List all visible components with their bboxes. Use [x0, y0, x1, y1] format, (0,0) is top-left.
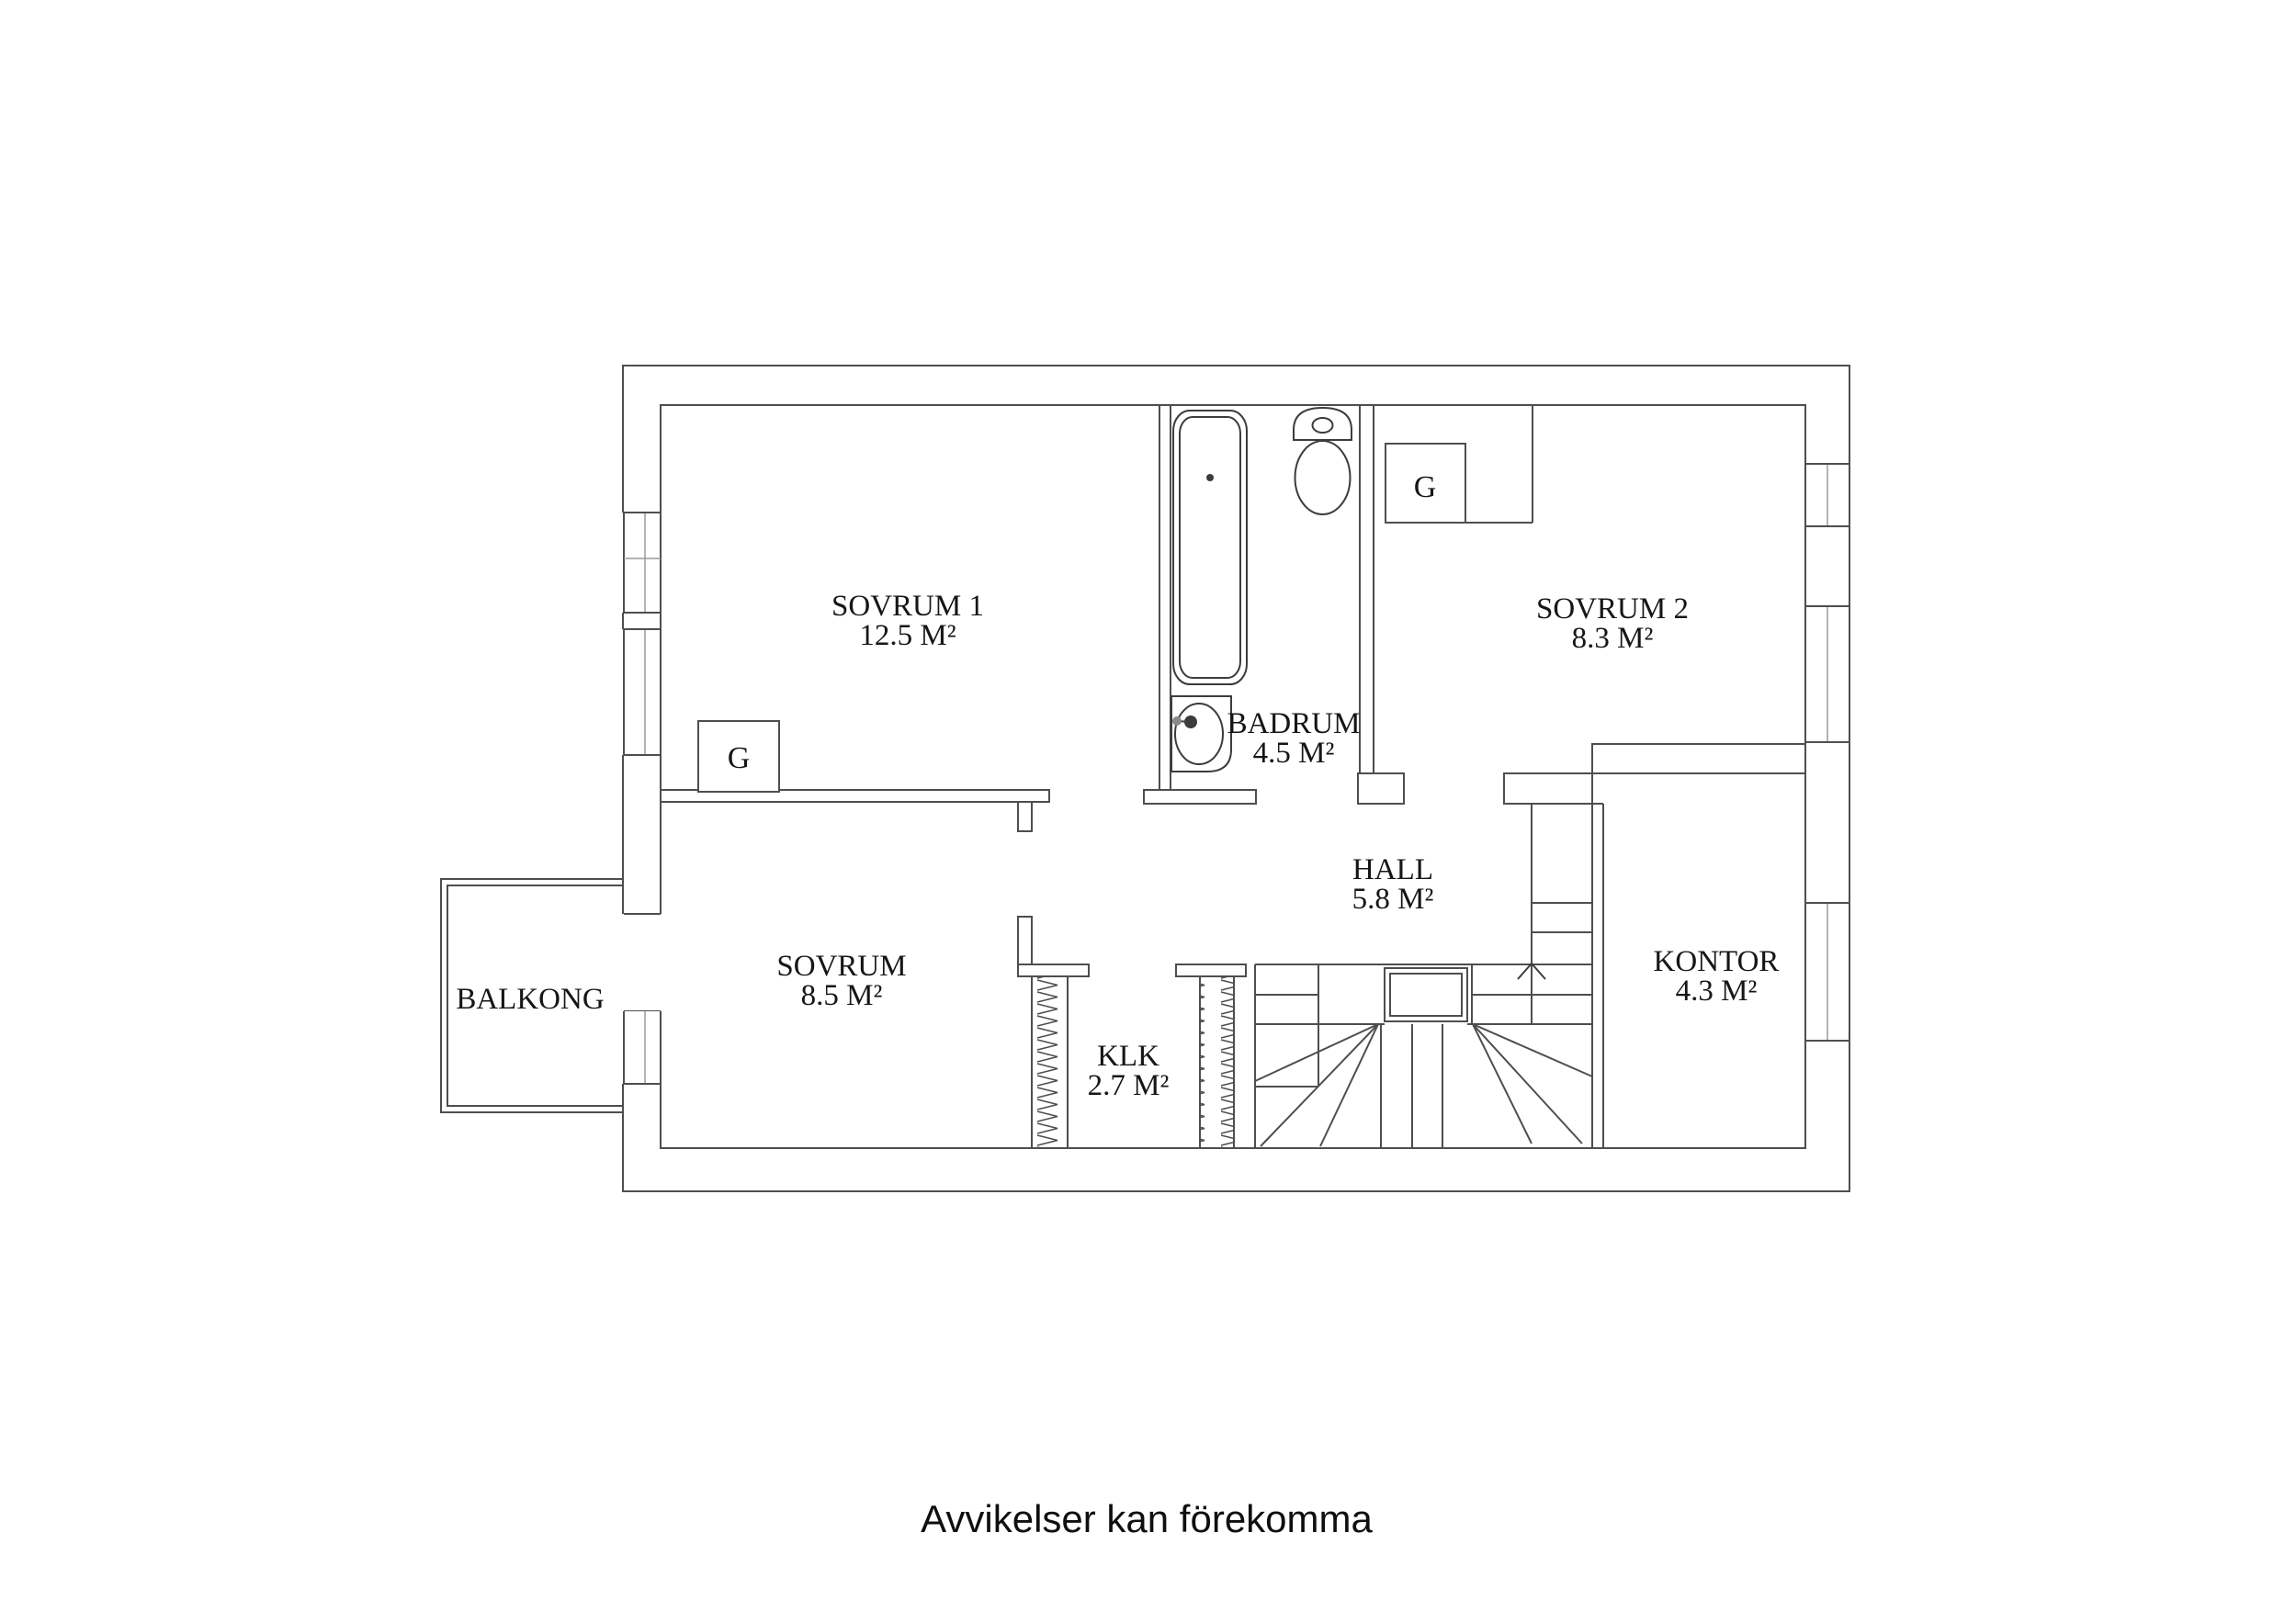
room-area-hall: 5.8 M²	[1352, 883, 1434, 916]
balcony-door-opening	[619, 913, 664, 1012]
room-label-kontor: KONTOR	[1654, 945, 1780, 978]
wall-door-stub	[1017, 801, 1033, 832]
stair-winders-right	[1472, 1023, 1593, 1144]
bathtub-icon	[1172, 410, 1248, 685]
badrum-door-opening	[1256, 770, 1358, 807]
room-area-klk: 2.7 M²	[1088, 1069, 1170, 1102]
klk-hatch-pattern-left	[1032, 976, 1068, 1148]
room-labels: SOVRUM 1 12.5 M² BADRUM 4.5 M² SOVRUM 2 …	[456, 470, 1779, 1102]
balcony-railing-outer	[440, 878, 623, 1113]
room-sovrum2	[1374, 405, 1805, 744]
sink-icon	[1171, 695, 1232, 772]
wall-sovrum1-badrum	[1159, 404, 1171, 793]
window-icon	[1802, 605, 1853, 743]
room-area-badrum: 4.5 M²	[1253, 737, 1335, 770]
sink-tap	[1172, 716, 1182, 726]
sovrum2-door-opening	[1404, 770, 1504, 807]
wall-badrum-right	[1359, 404, 1374, 774]
room-label-balkong: BALKONG	[456, 983, 604, 1016]
room-area-kontor: 4.3 M²	[1676, 975, 1758, 1008]
wardrobe-label-sovrum2: G	[1414, 470, 1437, 504]
interior-walls	[660, 404, 1806, 977]
window-icon	[1802, 902, 1853, 1042]
wall-sovrum2-bottom-right	[1591, 743, 1806, 774]
room-label-sovrum2: SOVRUM 2	[1536, 592, 1689, 626]
stair-landing	[1384, 967, 1468, 1022]
room-label-klk: KLK	[1097, 1040, 1159, 1073]
room-hall	[1032, 804, 1592, 964]
wall-badrum-door-jamb	[1357, 772, 1405, 805]
wall-under-sink	[1143, 789, 1257, 805]
room-label-sovrum: SOVRUM	[776, 950, 906, 983]
klk-hatched-walls	[1031, 975, 1235, 1149]
left-wall-windows	[619, 512, 664, 1085]
window-icon	[619, 628, 664, 756]
room-area-sovrum: 8.5 M²	[801, 979, 883, 1012]
balcony-railing-inner	[447, 885, 623, 1107]
stairs	[1254, 803, 1604, 1148]
footer-disclaimer: Avvikelser kan förekomma	[921, 1497, 1373, 1540]
room-label-badrum: BADRUM	[1227, 707, 1361, 740]
wall-klk-cap-right	[1175, 964, 1247, 977]
balcony	[440, 878, 623, 1113]
klk-door-opening	[1089, 963, 1171, 978]
room-area-sovrum2: 8.3 M²	[1572, 622, 1654, 655]
klk-hatch-pattern-right	[1200, 976, 1234, 1148]
wardrobe-box-sovrum2	[1385, 443, 1466, 524]
wall-klk-cap-left	[1017, 964, 1090, 977]
room-area-sovrum1: 12.5 M²	[859, 619, 956, 652]
wall-sovrum2-bottom-left	[1503, 772, 1593, 805]
right-wall-windows	[1802, 463, 1853, 1042]
window-icon	[619, 1011, 664, 1085]
wardrobe-label-sovrum1: G	[728, 741, 751, 775]
outer-wall-outline	[622, 365, 1850, 1192]
wardrobe-box-sovrum1	[697, 720, 780, 793]
window-icon	[1802, 463, 1853, 527]
room-label-hall: HALL	[1352, 853, 1433, 886]
room-label-sovrum1: SOVRUM 1	[831, 590, 984, 623]
window-icon	[619, 512, 664, 614]
stair-winders-left	[1254, 1023, 1379, 1147]
wall-sovrum1-bottom	[660, 789, 1050, 803]
wardrobes	[697, 443, 1466, 793]
toilet-icon	[1293, 406, 1352, 515]
stairs-up-arrow-icon	[1517, 962, 1546, 980]
